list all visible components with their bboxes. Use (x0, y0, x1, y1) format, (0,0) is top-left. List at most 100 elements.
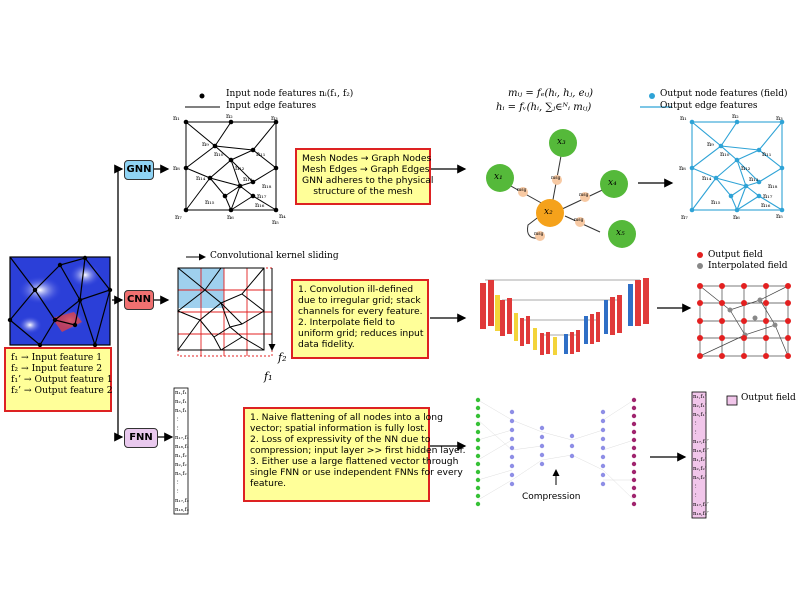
mesh-label: n₁₀ (214, 150, 224, 158)
msg-label: msg (574, 218, 584, 223)
msg-label: msg (579, 193, 589, 198)
fnn-input-vector-labels: n₁,f₁ n₂,f₁ n₃,f₁ ⋮ ⋮ n₁₇,f₁ n₁₈,f₁ n₁,f… (175, 389, 189, 515)
output-mesh-label: n₂ (732, 112, 739, 120)
msg-label: msg (517, 188, 527, 193)
fnn-input-vector (173, 387, 189, 515)
input-mesh-image (7, 255, 113, 348)
graph-node-x2: x₂ (544, 207, 553, 217)
cnn-input-mesh (177, 253, 276, 357)
vector-cell: n₁₈,f₂ (175, 507, 189, 513)
cnn-description-box: 1. Convolution ill-defined due to irregu… (291, 279, 429, 359)
fnn-box-line: feature. (250, 478, 287, 489)
output-mesh-label: n₁₅ (711, 198, 721, 206)
fnn-box-line: 3. Either use a large flattened vector t… (250, 456, 459, 467)
output-mesh-label: n₃ (776, 114, 783, 122)
cnn-unet (480, 278, 649, 355)
vector-cell: ⋮ (693, 493, 699, 499)
vector-cell: n₃,f₁’ (693, 412, 707, 418)
fnn-output-layer (631, 397, 637, 507)
output-mesh-label: n₁₃ (749, 175, 759, 183)
mesh-label: n₁₇ (257, 192, 267, 200)
vector-cell: n₁₈,f₂’ (693, 511, 709, 517)
output-mesh-label: n₁₀ (720, 150, 730, 158)
mesh-label: n₁₅ (205, 198, 215, 206)
vector-cell: ⋮ (693, 484, 699, 490)
mesh-label: n₁₆ (255, 201, 265, 209)
fnn-box-line: vector; spatial information is fully los… (250, 423, 427, 434)
vector-cell: ⋮ (175, 480, 181, 486)
gnn-description-box: Mesh Nodes → Graph Nodes Mesh Edges → Gr… (295, 148, 434, 205)
mesh-label: n₁₁ (256, 150, 266, 158)
output-node-label: Output node features (field) (660, 89, 788, 99)
cnn-box-line: channels for every feature. (298, 306, 423, 317)
vector-cell: n₁,f₁’ (693, 394, 707, 400)
vector-cell: n₁₇,f₁ (175, 435, 189, 441)
legend-box: f₁ → Input feature 1 f₂ → Input feature … (4, 347, 113, 412)
fnn-output-field-label: Output field (741, 393, 796, 403)
vector-cell: ⋮ (175, 417, 181, 423)
cnn-axis-f1: f₁ (264, 370, 273, 383)
vector-cell: n₂,f₁ (175, 399, 187, 405)
compression-label: Compression (522, 492, 581, 502)
fnn-description-box: 1. Naive flattening of all nodes into a … (243, 407, 466, 502)
msg-label: msg (534, 232, 544, 237)
output-field-legend-dot (697, 252, 703, 258)
output-field-legend-swatch (726, 395, 738, 406)
mesh-label: n₉ (202, 140, 209, 148)
vector-cell: ⋮ (175, 489, 181, 495)
message-equation: mᵢⱼ = fₑ(hᵢ, hⱼ, eᵢⱼ) (508, 88, 594, 99)
mesh-label: n₄ (279, 212, 286, 220)
gnn-box-line: GNN adheres to the physical (302, 175, 434, 186)
vector-cell: n₁₈,f₁ (175, 444, 189, 450)
vector-cell: n₃,f₂’ (693, 475, 707, 481)
fnn-box-line: 1. Naive flattening of all nodes into a … (250, 412, 443, 423)
vector-cell: n₁,f₁ (175, 390, 187, 396)
interpolated-field-label: Interpolated field (708, 261, 788, 271)
output-node-legend-dot (649, 93, 655, 99)
vector-cell: n₁,f₂’ (693, 457, 707, 463)
mesh-label: n₁₂ (235, 164, 245, 172)
fnn-input-layer (475, 397, 481, 507)
mesh-label: n₈ (173, 164, 180, 172)
graph-node-x5: x₅ (616, 228, 625, 238)
output-mesh-label: n₇ (681, 213, 688, 221)
output-field-label: Output field (708, 250, 763, 260)
output-mesh-label: n₁₆ (761, 201, 771, 209)
gnn-box-line: Mesh Nodes → Graph Nodes (302, 153, 432, 164)
gnn-label: GNN (124, 160, 154, 180)
mesh-label: n₆ (227, 213, 234, 221)
vector-cell: n₂,f₂ (175, 462, 187, 468)
mesh-label: n₁₃ (243, 175, 253, 183)
vector-cell: ⋮ (175, 426, 181, 432)
vector-cell: n₁₇,f₂’ (693, 502, 709, 508)
output-mesh-label: n₁₇ (763, 192, 773, 200)
mesh-label: n₅ (272, 218, 279, 226)
vector-cell: ⋮ (693, 430, 699, 436)
mesh-label: n₁₈ (262, 182, 272, 190)
vector-cell: n₂,f₂’ (693, 466, 707, 472)
gnn-input-nodes (183, 119, 279, 213)
fnn-output-vector (691, 391, 707, 519)
mesh-label: n₁₄ (196, 174, 206, 182)
cnn-box-line: data fidelity. (298, 339, 355, 350)
cnn-box-line: 1. Convolution ill-defined (298, 284, 414, 295)
output-mesh-label: n₈ (679, 164, 686, 172)
cnn-box-line: 2. Interpolate field to (298, 317, 396, 328)
output-mesh-label: n₆ (733, 213, 740, 221)
fnn-label: FNN (124, 428, 158, 448)
output-edge-label: Output edge features (660, 101, 758, 111)
cnn-output-grid (697, 252, 791, 359)
legend-f1: f₁ → Input feature 1 (11, 352, 103, 363)
graph-node-x4: x₄ (608, 178, 617, 188)
vector-cell: n₂,f₁’ (693, 403, 707, 409)
cnn-label: CNN (124, 290, 154, 310)
mesh-label: n₇ (175, 213, 182, 221)
legend-f2: f₂ → Input feature 2 (11, 363, 103, 374)
cnn-box-line: due to irregular grid; stack (298, 295, 421, 306)
fnn-output-vector-labels: n₁,f₁’ n₂,f₁’ n₃,f₁’ ⋮ ⋮ n₁₇,f₁’ n₁₈,f₁’… (693, 393, 709, 519)
mesh-label: n₃ (271, 114, 278, 122)
output-mesh-label: n₁₂ (741, 164, 751, 172)
gnn-output-nodes (689, 119, 785, 213)
gnn-graph-nodes (486, 129, 636, 248)
